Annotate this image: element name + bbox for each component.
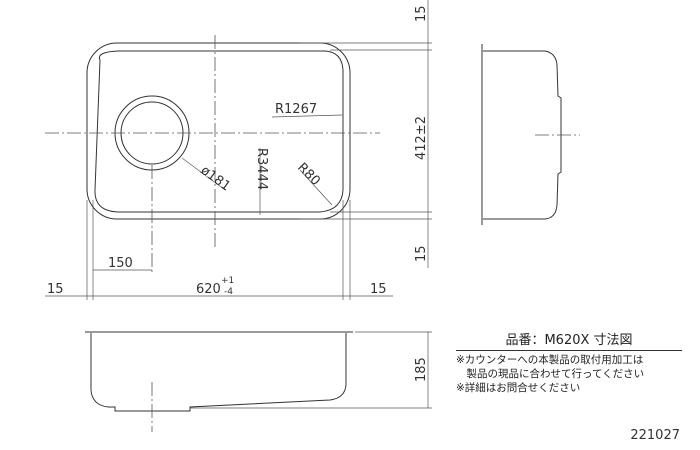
- drain-offset-label: 150: [108, 256, 133, 271]
- note-line: 製品の現品に合わせて行ってください: [456, 368, 645, 380]
- note-line: ※詳細はお問合せください: [456, 382, 581, 394]
- radius-bottom-label: R3444: [254, 148, 269, 190]
- left-flange-label: 15: [47, 282, 64, 297]
- length-tol-plus: +1: [221, 276, 234, 286]
- length-label: 620: [196, 282, 221, 297]
- drawing-code: 221027: [630, 428, 680, 443]
- top-view: R1267 R3444 R80 ø181 150 620 +1 -4 15 15…: [45, 0, 432, 300]
- notes-block: 品番：M620X 寸法図 ※カウンターへの本製品の取付用加工は 製品の現品に合わ…: [456, 334, 682, 395]
- radius-side-label: R1267: [275, 102, 317, 117]
- right-flange-label: 15: [370, 282, 387, 297]
- side-view: [481, 44, 580, 225]
- note-line: ※カウンターへの本製品の取付用加工は: [456, 354, 644, 366]
- radius-corner-label: R80: [294, 160, 323, 189]
- top-flange-label: 15: [414, 5, 429, 22]
- bottom-flange-label: 15: [414, 245, 429, 262]
- depth-label: 185: [414, 357, 429, 382]
- section-view: 185: [85, 331, 432, 432]
- drawing-title: 品番：M620X 寸法図: [456, 334, 682, 351]
- width-label: 412±2: [414, 116, 429, 160]
- length-tol-minus: -4: [224, 287, 233, 297]
